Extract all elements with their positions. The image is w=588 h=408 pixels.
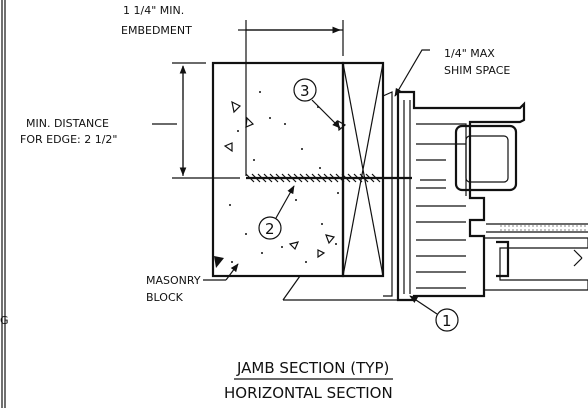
edge-distance-dimension xyxy=(152,62,240,179)
embedment-label: 1 1/4" MIN. xyxy=(123,4,184,17)
shim-label: SHIM SPACE xyxy=(444,64,510,77)
buck-cross xyxy=(342,62,384,277)
callout-2 xyxy=(258,216,282,240)
callout-1 xyxy=(435,308,459,332)
embedment-dimension xyxy=(238,20,344,176)
callout-3 xyxy=(293,78,317,102)
anchor-screw xyxy=(245,173,412,183)
shim-label: 1/4" MAX xyxy=(444,47,495,60)
embedment-label: EMBEDMENT xyxy=(121,24,192,37)
callout-3-number: 3 xyxy=(300,82,310,100)
wood-buck xyxy=(341,61,385,278)
callout-2-number: 2 xyxy=(265,220,275,238)
shim-leader xyxy=(394,49,430,97)
concrete-hatch xyxy=(214,91,347,268)
masonry-label: BLOCK xyxy=(146,291,184,304)
masonry-label: MASONRY xyxy=(146,274,201,287)
callout-1-leader xyxy=(409,295,438,315)
sill-line xyxy=(282,275,301,301)
callout-3-leader xyxy=(311,99,341,129)
callout-1-number: 1 xyxy=(442,312,452,330)
section-subtitle: HORIZONTAL SECTION xyxy=(224,384,393,402)
edge-distance-label: FOR EDGE: 2 1/2" xyxy=(20,133,117,146)
section-title: JAMB SECTION (TYP) xyxy=(236,359,389,377)
callout-2-leader xyxy=(275,185,295,219)
window-frame xyxy=(382,90,588,302)
masonry-leader xyxy=(225,263,239,281)
left-edge-text: G xyxy=(0,314,9,327)
masonry-block xyxy=(211,61,345,278)
edge-distance-label: MIN. DISTANCE xyxy=(26,117,109,130)
